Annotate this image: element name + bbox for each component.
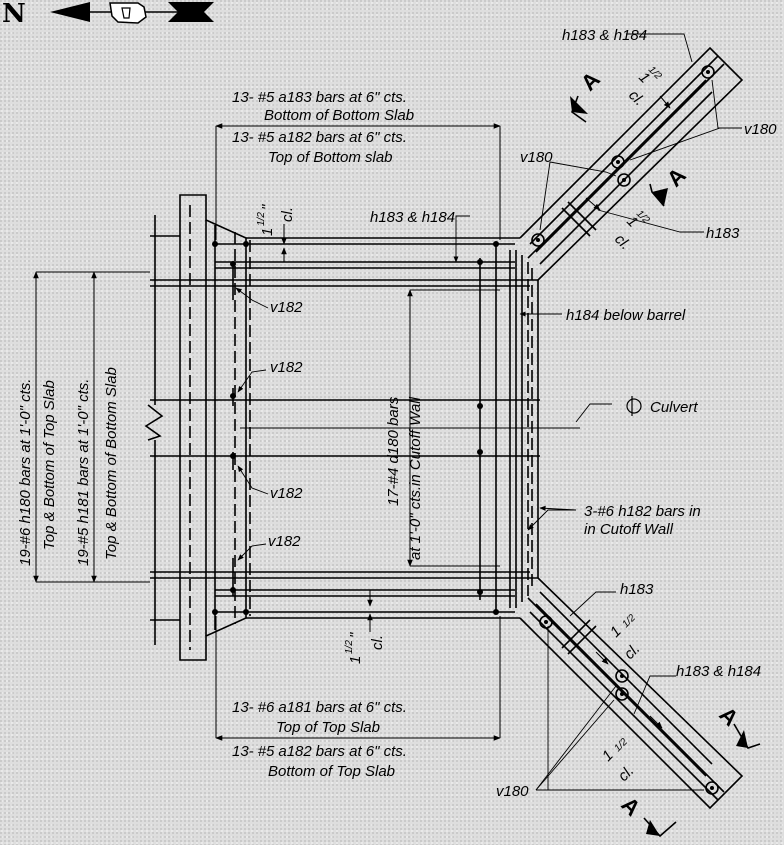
svg-text:cl.: cl. xyxy=(621,640,644,663)
svg-text:1: 1 xyxy=(607,623,625,641)
label-h183-lower: h183 xyxy=(620,581,654,598)
north-arrow-head-icon xyxy=(50,2,90,22)
note-h180-line1: 19-#6 h180 bars at 1'-0" cts. xyxy=(17,379,34,566)
section-a-label: A xyxy=(662,163,691,192)
clear-cover-label: 1 1/2 cl. xyxy=(625,64,664,109)
state-outline-icon xyxy=(109,2,147,24)
rebar-dots xyxy=(212,241,499,615)
svg-text:1/2: 1/2 xyxy=(620,612,638,630)
section-a-label: A xyxy=(714,702,743,731)
label-v182-3: v182 xyxy=(270,485,303,502)
note-h181-line1: 19-#5 h181 bars at 1'-0" cts. xyxy=(75,379,92,566)
centerline-icon xyxy=(626,398,642,414)
label-h183-h184-top: h183 & h184 xyxy=(562,27,647,44)
svg-text:cl.: cl. xyxy=(279,207,296,222)
svg-text:1/2: 1/2 xyxy=(256,212,267,226)
svg-text:1/2: 1/2 xyxy=(344,640,355,654)
north-letter: N xyxy=(2,0,26,29)
cutoff-wall xyxy=(509,250,539,608)
section-arrow-icon xyxy=(652,188,668,206)
svg-text:1: 1 xyxy=(259,228,276,236)
section-a-label: A xyxy=(576,67,605,96)
label-v182-4: v182 xyxy=(268,533,301,550)
label-v180-lower: v180 xyxy=(496,783,529,800)
clear-cover-label: 1 1/2 " cl. xyxy=(344,632,386,664)
svg-text:1/2: 1/2 xyxy=(612,736,630,754)
note-bottom-slab-location: Bottom of Bottom Slab xyxy=(264,107,414,124)
north-arrow-tail-icon xyxy=(168,2,214,22)
svg-text:cl.: cl. xyxy=(625,87,648,110)
label-v180-upper-right: v180 xyxy=(744,121,777,138)
barrel-stubs xyxy=(144,215,180,645)
label-v182-1: v182 xyxy=(270,299,303,316)
section-marker-a-top: A xyxy=(570,67,605,123)
label-h183-h184-bottom: h183 & h184 xyxy=(676,663,761,680)
note-h182-cutoff-line2: in Cutoff Wall xyxy=(584,521,674,538)
note-h184-below-barrel: h184 below barrel xyxy=(566,307,686,324)
clear-cover-label: 1 1/2 cl. xyxy=(599,736,638,785)
culvert-centerline: Culvert xyxy=(626,396,698,416)
svg-text:cl.: cl. xyxy=(611,231,634,254)
svg-text:cl.: cl. xyxy=(615,762,638,785)
label-v180-upper-left: v180 xyxy=(520,149,553,166)
section-arrow-icon xyxy=(570,96,588,114)
leader-lines xyxy=(235,33,742,791)
label-v182-2: v182 xyxy=(270,359,303,376)
section-marker-a-mid: A xyxy=(649,163,691,207)
north-arrow: N xyxy=(2,0,214,29)
note-d180-line1: 17-#4 d180 bars xyxy=(385,396,402,506)
svg-text:1: 1 xyxy=(599,747,617,765)
slab-lines xyxy=(150,237,540,619)
label-h183-upper: h183 xyxy=(706,225,740,242)
svg-text:1: 1 xyxy=(347,656,364,664)
note-d180-line2: at 1'-0" cts.in Cutoff Wall xyxy=(407,396,424,560)
svg-text:": " xyxy=(347,632,364,638)
clear-cover-label: 1 1/2 " cl. xyxy=(256,204,296,236)
note-h180-line2: Top & Bottom of Top Slab xyxy=(41,380,58,550)
svg-text:1/2: 1/2 xyxy=(646,64,664,82)
svg-text:cl.: cl. xyxy=(369,635,386,650)
upper-wingwall xyxy=(519,46,744,281)
note-bottom-of-top-slab-location: Bottom of Top Slab xyxy=(268,763,395,780)
section-a-label: A xyxy=(616,792,645,821)
lower-wingwall xyxy=(519,577,744,810)
note-top-slab-location: Top of Top Slab xyxy=(276,719,380,736)
note-top-of-bottom-slab-location: Top of Bottom slab xyxy=(268,149,393,166)
note-culvert: Culvert xyxy=(650,399,698,416)
clear-cover-label: 1 1/2 cl. xyxy=(607,612,644,663)
label-h183-h184-slab: h183 & h184 xyxy=(370,209,455,226)
svg-text:": " xyxy=(259,204,276,210)
section-marker-a-bottom: A xyxy=(616,792,677,838)
section-marker-a-lower: A xyxy=(714,702,761,749)
note-h182-cutoff-line1: 3-#6 h182 bars in xyxy=(584,503,701,520)
note-h181-line2: Top & Bottom of Bottom Slab xyxy=(103,367,120,560)
